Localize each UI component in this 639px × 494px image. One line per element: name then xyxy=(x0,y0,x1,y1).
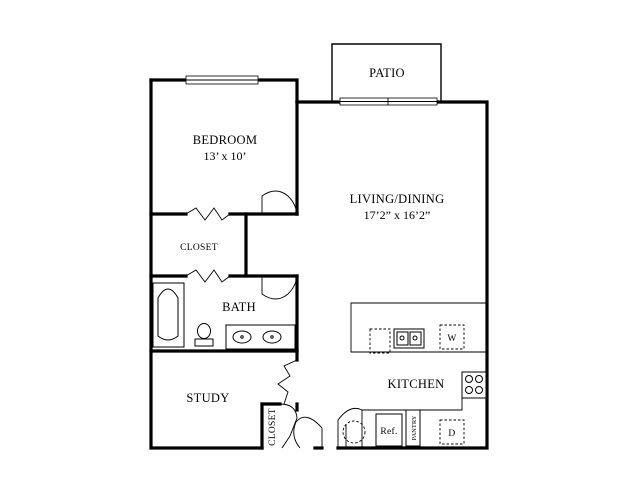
living-dining-size: 17’2” x 16’2” xyxy=(364,208,431,222)
dishwasher xyxy=(369,328,391,354)
pantry xyxy=(405,409,421,447)
patio-label: PATIO xyxy=(369,66,405,80)
study-label: STUDY xyxy=(186,391,229,405)
dryer-label: D xyxy=(448,429,455,439)
bedroom-window xyxy=(185,75,259,85)
bedroom-size: 13’ x 10’ xyxy=(203,149,246,163)
stove xyxy=(461,371,487,399)
refrigerator xyxy=(375,413,403,447)
patio-sliding-door xyxy=(339,97,438,106)
refrigerator-label: Ref. xyxy=(380,426,397,437)
closet-label: CLOSET xyxy=(180,243,218,253)
kitchen-sink xyxy=(393,328,425,349)
toilet xyxy=(194,323,214,347)
bathtub-basin xyxy=(157,288,179,341)
washer-label: W xyxy=(447,334,456,344)
bath-fixtures xyxy=(152,282,296,350)
water-heater xyxy=(342,420,366,444)
interior-walls xyxy=(149,100,299,450)
pantry-label: PANTRY xyxy=(411,415,418,440)
washer xyxy=(439,324,465,350)
living-dining-label: LIVING/DINING xyxy=(350,192,445,206)
bath-label: BATH xyxy=(222,300,256,314)
doors xyxy=(185,190,363,449)
kitchen-label: KITCHEN xyxy=(388,377,445,391)
kitchen-fixtures: W D Ref. PANTRY xyxy=(342,302,487,448)
dryer xyxy=(439,419,465,445)
patio: PATIO xyxy=(331,43,442,102)
study-closet-label: CLOSET xyxy=(268,408,278,446)
bedroom-label: BEDROOM xyxy=(193,133,258,147)
